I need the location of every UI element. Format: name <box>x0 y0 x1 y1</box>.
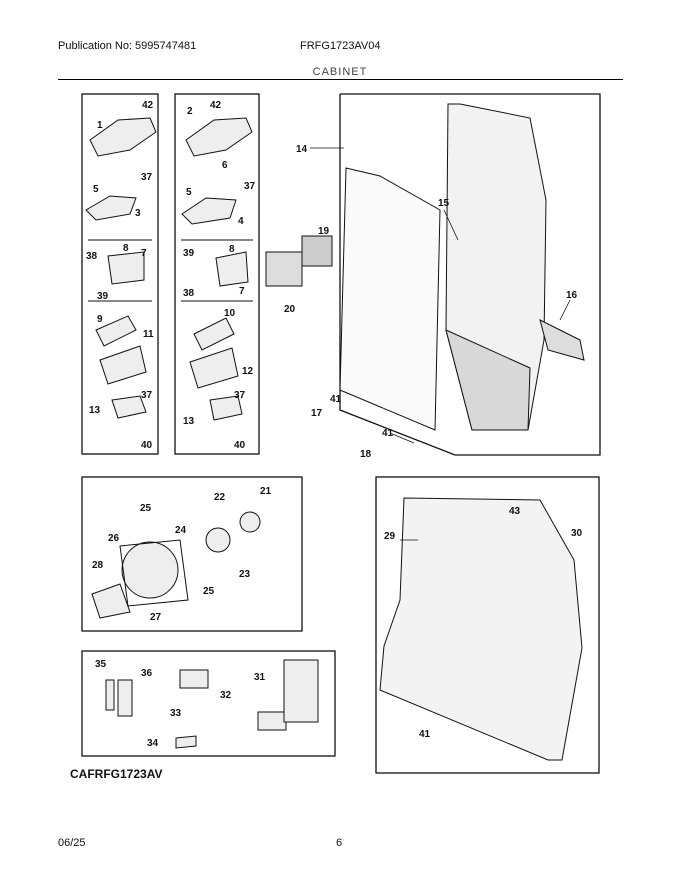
callout: 25 <box>140 503 152 514</box>
callout: 38 <box>86 251 98 262</box>
right-hinge-parts <box>181 117 253 421</box>
callout: 26 <box>108 533 120 544</box>
callout: 30 <box>571 528 583 539</box>
callout: 35 <box>95 659 107 670</box>
callout: 29 <box>384 531 396 542</box>
callout: 12 <box>242 366 254 377</box>
callout: 4 <box>238 216 244 227</box>
model-number: FRFG1723AV04 <box>300 40 381 52</box>
callout: 41 <box>330 394 342 405</box>
callout: 32 <box>220 690 232 701</box>
callout: 8 <box>123 243 129 254</box>
leader-lines <box>310 147 571 541</box>
callout: 22 <box>214 492 226 503</box>
callout: 42 <box>142 100 154 111</box>
callout: 38 <box>183 288 195 299</box>
door-panel-frame <box>339 93 601 456</box>
callout: 37 <box>234 390 246 401</box>
callout: 37 <box>244 181 256 192</box>
callout: 7 <box>141 248 147 259</box>
callout: 5 <box>93 184 99 195</box>
callout: 25 <box>203 586 215 597</box>
fan-panel-frame <box>81 476 303 632</box>
callout: 13 <box>183 416 195 427</box>
callout: 13 <box>89 405 101 416</box>
accessory-panel-frame <box>81 650 336 757</box>
page-number: 6 <box>336 837 343 849</box>
callout: 37 <box>141 390 153 401</box>
door-assembly <box>265 103 585 431</box>
callout: 40 <box>141 440 153 451</box>
callout: 17 <box>311 408 323 419</box>
hinge-panel-left-frame <box>81 93 159 455</box>
catalog-code: CAFRFG1723AV <box>70 767 163 781</box>
callout: 41 <box>382 428 394 439</box>
callout: 43 <box>509 506 521 517</box>
publication-number: Publication No: 5995747481 <box>58 40 197 52</box>
fan-assembly <box>91 511 261 619</box>
callout: 3 <box>135 208 141 219</box>
callout: 7 <box>239 286 245 297</box>
callout: 14 <box>296 144 308 155</box>
callout: 10 <box>224 308 236 319</box>
callout: 8 <box>229 244 235 255</box>
callout: 23 <box>239 569 251 580</box>
callout: 27 <box>150 612 162 623</box>
footer-date: 06/25 <box>58 837 86 849</box>
header-rule <box>58 79 623 80</box>
callout: 18 <box>360 449 372 460</box>
callout: 40 <box>234 440 246 451</box>
callout: 19 <box>318 226 330 237</box>
callout: 36 <box>141 668 153 679</box>
callout: 15 <box>438 198 450 209</box>
callout: 5 <box>186 187 192 198</box>
callout: 6 <box>222 160 228 171</box>
callout: 28 <box>92 560 104 571</box>
section-title: CABINET <box>312 66 368 78</box>
callout: 33 <box>170 708 182 719</box>
callout: 21 <box>260 486 272 497</box>
left-hinge-parts <box>85 117 157 419</box>
callout-labels: 42 1 37 5 3 8 7 38 39 9 11 37 13 40 42 2… <box>86 100 583 749</box>
callout: 34 <box>147 738 159 749</box>
accessory-parts <box>105 659 319 749</box>
callout: 2 <box>187 106 193 117</box>
callout: 16 <box>566 290 578 301</box>
callout: 37 <box>141 172 153 183</box>
callout: 1 <box>97 120 103 131</box>
rear-panel-frame <box>375 476 600 774</box>
callout: 11 <box>143 329 154 340</box>
hinge-panel-right-frame <box>174 93 260 455</box>
rear-cover <box>379 497 583 761</box>
callout: 42 <box>210 100 222 111</box>
callout: 24 <box>175 525 187 536</box>
callout: 39 <box>97 291 109 302</box>
callout: 41 <box>419 729 431 740</box>
callout: 20 <box>284 304 296 315</box>
callout: 9 <box>97 314 103 325</box>
callout: 31 <box>254 672 266 683</box>
callout: 39 <box>183 248 195 259</box>
